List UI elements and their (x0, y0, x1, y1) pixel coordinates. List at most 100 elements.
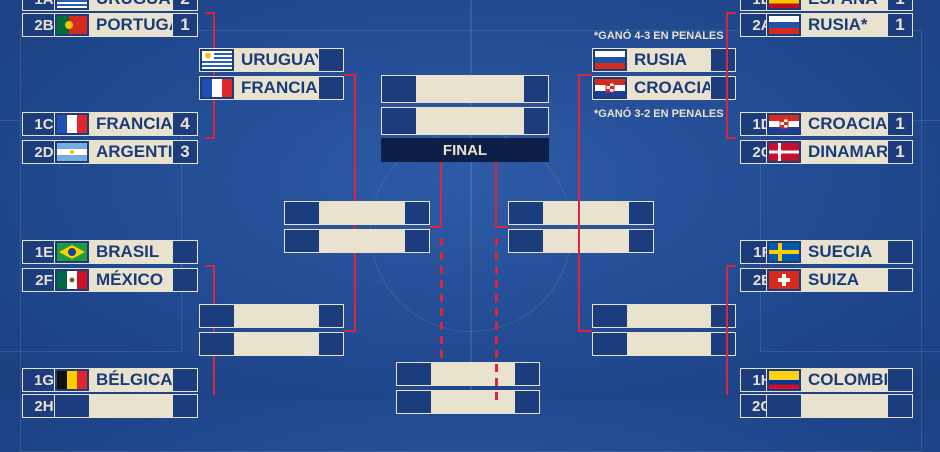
final-slot[interactable] (381, 107, 549, 135)
team-row[interactable] (766, 394, 913, 418)
flag-slot (397, 363, 432, 385)
team-name: COLOMBIA (802, 369, 887, 391)
bracket-line (726, 265, 728, 395)
denmark-flag-icon (767, 141, 802, 163)
score-slot (514, 391, 539, 413)
score-slot (628, 230, 653, 252)
final-slot[interactable] (381, 75, 549, 103)
team-row[interactable]: MÉXICO (54, 268, 198, 292)
score-slot (404, 230, 429, 252)
team-row[interactable]: BRASIL (54, 240, 198, 264)
team-score (172, 269, 197, 291)
bracket-line (205, 265, 215, 267)
team-name: SUECIA (802, 241, 887, 263)
team-row[interactable]: RUSIA* 1 (766, 13, 913, 37)
team-slot (544, 230, 628, 252)
team-score (887, 241, 912, 263)
team-score (172, 395, 197, 417)
team-row[interactable]: CROACIA* 1 (766, 112, 913, 136)
empty-slot[interactable] (508, 201, 654, 225)
bracket-dashed-line (440, 238, 443, 400)
team-name: ESPAÑA (802, 0, 887, 10)
team-name: URUGUAY (235, 49, 318, 71)
flag-slot (200, 333, 235, 355)
team-row[interactable]: PORTUGAL 1 (54, 13, 198, 37)
bracket-line (578, 74, 592, 76)
empty-slot[interactable] (508, 229, 654, 253)
flag-slot (593, 333, 628, 355)
team-row[interactable]: RUSIA (592, 48, 736, 72)
team-name: CROACIA* (802, 113, 887, 135)
score-slot (710, 333, 735, 355)
team-row[interactable]: DINAMARCA 1 (766, 140, 913, 164)
flag-slot (382, 108, 417, 134)
croatia-flag-icon (767, 113, 802, 135)
team-row[interactable]: FRANCIA (199, 76, 344, 100)
team-name: PORTUGAL (90, 14, 172, 36)
empty-slot[interactable] (284, 229, 430, 253)
empty-slot[interactable] (592, 332, 736, 356)
team-row[interactable]: CROACIA (592, 76, 736, 100)
team-slot (432, 391, 514, 413)
team-row[interactable]: FRANCIA 4 (54, 112, 198, 136)
portugal-flag-icon (55, 14, 90, 36)
switzerland-flag-icon (767, 269, 802, 291)
team-slot (544, 202, 628, 224)
bracket-line (430, 226, 442, 228)
empty-slot[interactable] (199, 332, 344, 356)
team-slot (235, 305, 318, 327)
france-flag-icon (55, 113, 90, 135)
team-name (90, 395, 172, 417)
team-score (887, 395, 912, 417)
flag-slot (285, 202, 320, 224)
team-score: 1 (887, 0, 912, 10)
empty-slot[interactable] (396, 390, 540, 414)
russia-flag-icon (593, 49, 628, 71)
team-name: ARGENTINA (90, 141, 172, 163)
team-slot (628, 305, 710, 327)
flag-slot (509, 202, 544, 224)
score-slot (318, 333, 343, 355)
team-row[interactable]: ARGENTINA 3 (54, 140, 198, 164)
bracket-line (205, 12, 215, 14)
bracket-line (726, 265, 736, 267)
score-slot (628, 202, 653, 224)
team-score: 1 (887, 14, 912, 36)
flag-slot (200, 305, 235, 327)
team-row[interactable]: SUECIA (766, 240, 913, 264)
uruguay-flag-icon (200, 49, 235, 71)
spain-flag-icon (767, 0, 802, 10)
team-row[interactable]: URUGUAY 2 (54, 0, 198, 11)
empty-slot[interactable] (396, 362, 540, 386)
france-flag-icon (200, 77, 235, 99)
team-slot (432, 363, 514, 385)
team-name: FRANCIA (235, 77, 318, 99)
penalty-note: *GANÓ 4-3 EN PENALES (594, 30, 724, 42)
team-row[interactable]: SUIZA (766, 268, 913, 292)
team-score: 3 (172, 141, 197, 163)
team-slot (628, 333, 710, 355)
team-slot (417, 108, 523, 134)
team-row[interactable]: COLOMBIA (766, 368, 913, 392)
team-name: URUGUAY (90, 0, 172, 10)
team-row[interactable] (54, 394, 198, 418)
team-score (172, 369, 197, 391)
empty-slot[interactable] (199, 304, 344, 328)
team-row[interactable]: URUGUAY (199, 48, 344, 72)
russia-flag-icon (767, 14, 802, 36)
team-row[interactable]: BÉLGICA (54, 368, 198, 392)
empty-slot[interactable] (592, 304, 736, 328)
bracket-line (578, 74, 580, 332)
team-score: 1 (172, 14, 197, 36)
empty-slot[interactable] (284, 201, 430, 225)
bracket-line (495, 162, 497, 228)
team-row[interactable]: ESPAÑA 1 (766, 0, 913, 11)
mexico-flag-icon (55, 269, 90, 291)
bracket-dashed-line (495, 238, 498, 400)
flag-slot (509, 230, 544, 252)
team-name: RUSIA (628, 49, 710, 71)
team-slot (320, 202, 404, 224)
bracket-line (213, 265, 215, 395)
team-name: BÉLGICA (90, 369, 172, 391)
team-score (887, 269, 912, 291)
